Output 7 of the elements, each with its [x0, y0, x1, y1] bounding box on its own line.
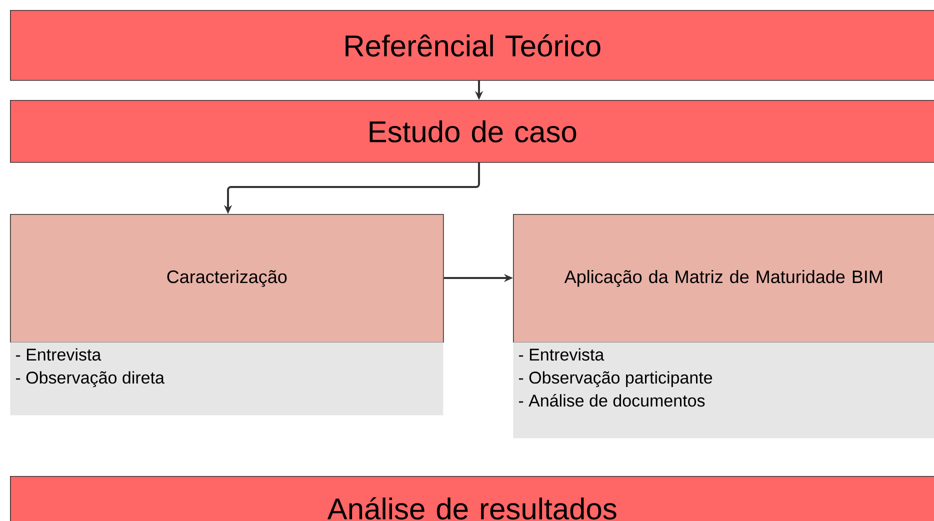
stage-band: Estudo de caso — [10, 100, 934, 163]
method-box: Caracterização — [10, 214, 444, 343]
stage-band: Análise de resultados — [10, 476, 934, 521]
item-list-box: - Entrevista - Observação direta — [10, 342, 444, 416]
stage-band: Referêncial Teórico — [10, 10, 934, 81]
method-box: Aplicação da Matriz de Maturidade BIM — [513, 214, 934, 343]
item-list-box: - Entrevista - Observação participante - Análise de documentos — [513, 342, 934, 438]
